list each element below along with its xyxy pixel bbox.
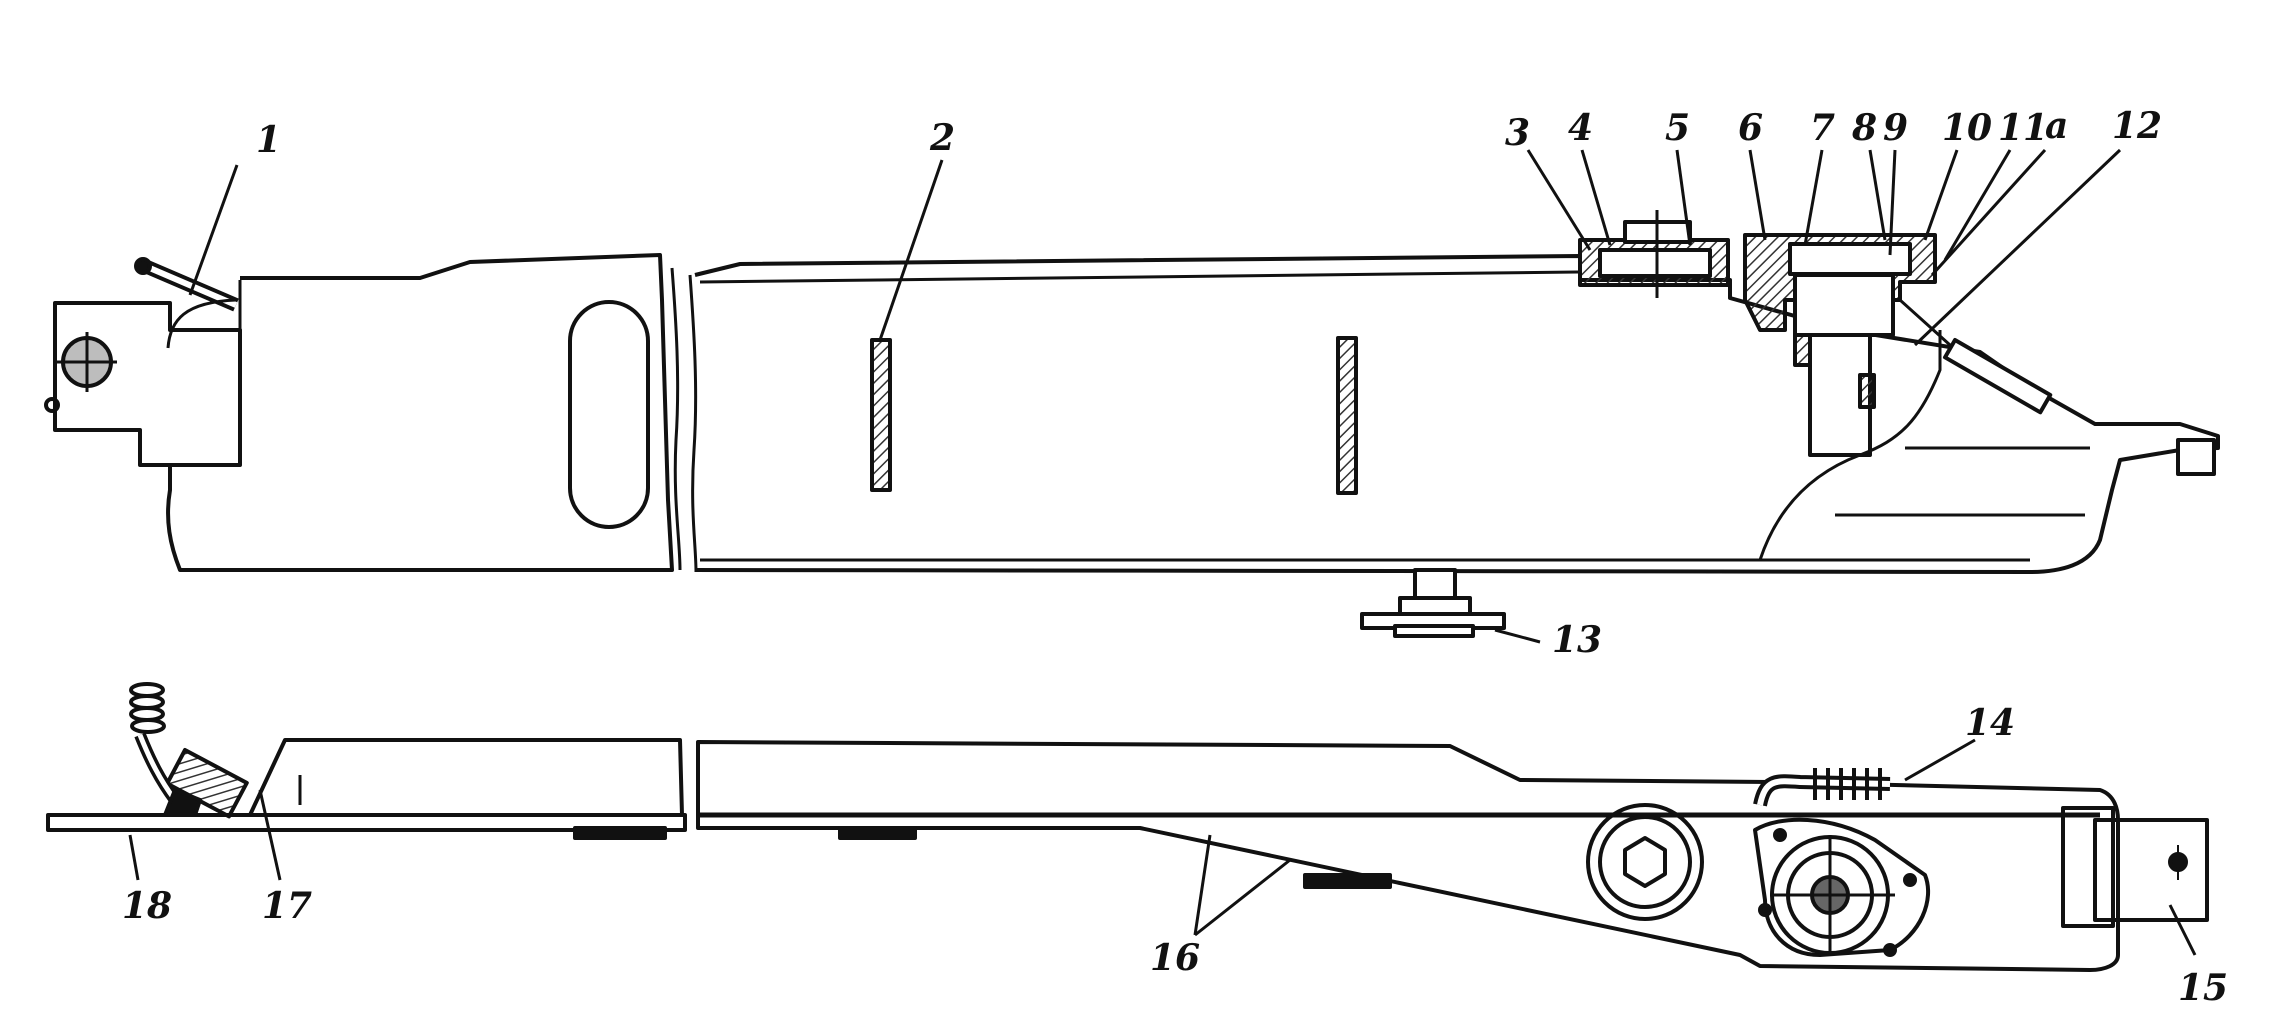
side-right-section (696, 740, 2120, 972)
callout-13: 13 (1552, 619, 1602, 661)
callout-5: 5 (1665, 107, 1690, 149)
callout-11: 11 (1998, 107, 2048, 149)
sender-body (1793, 273, 1895, 337)
callout-2: 2 (929, 117, 955, 159)
filler-neck (129, 682, 249, 819)
callout-15: 15 (2178, 967, 2228, 1009)
baffle-left (870, 338, 892, 492)
wheel-bolt (1586, 803, 1704, 921)
callout-10: 10 (1942, 107, 1992, 149)
callout-4: 4 (1568, 107, 1593, 149)
callouts: 1 2 3 4 5 6 7 8 9 10 11 a 12 13 14 15 16… (122, 105, 2228, 1009)
callout-a: a (2045, 105, 2068, 147)
callout-3: 3 (1505, 112, 1530, 154)
callout-9: 9 (1883, 107, 1908, 149)
callout-8: 8 (1851, 107, 1877, 149)
tank-right-section (694, 254, 2220, 574)
callout-6: 6 (1738, 107, 1763, 149)
base-plate (46, 813, 687, 832)
side-left-section (248, 738, 684, 816)
drain-plug (1413, 568, 1457, 602)
callout-7: 7 (1810, 107, 1835, 149)
baffle-right (1336, 336, 1358, 495)
pump-mechanism (1753, 817, 1931, 957)
top-view (44, 210, 2220, 638)
tank-left-section (166, 253, 674, 572)
outlet-nut (2176, 438, 2216, 476)
callout-14: 14 (1965, 702, 2015, 744)
right-bracket (2061, 806, 2209, 928)
inspection-window (568, 300, 650, 529)
callout-12: 12 (2112, 105, 2162, 147)
callout-18: 18 (122, 885, 172, 927)
callout-16: 16 (1150, 937, 1200, 979)
callout-1: 1 (256, 119, 281, 161)
bottom-view (46, 682, 2209, 972)
callout-17: 17 (262, 885, 312, 927)
leader-lines (128, 148, 2197, 956)
